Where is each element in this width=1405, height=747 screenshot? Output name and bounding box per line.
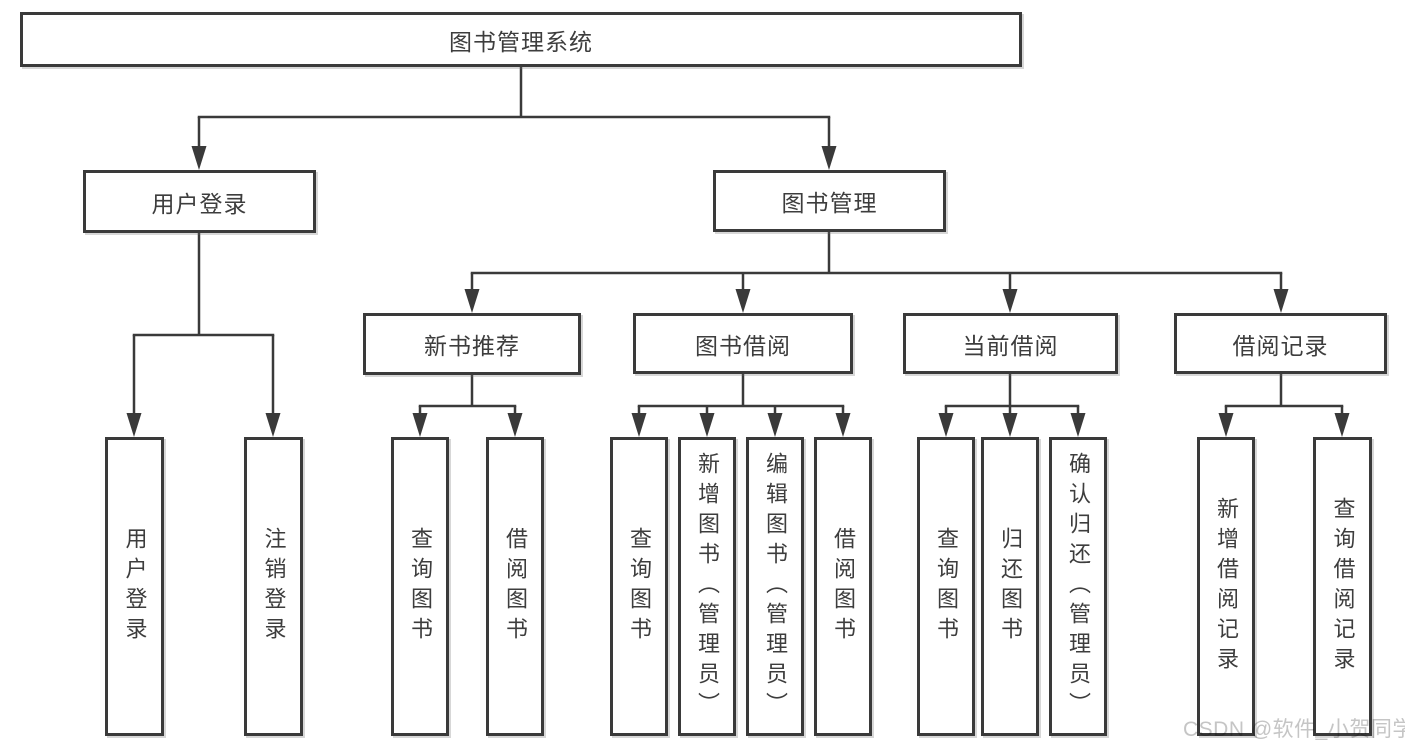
node-label-leaf-cb-confirm: 确认归还（管理员） <box>1066 451 1091 722</box>
arrowhead-icon <box>1070 413 1086 437</box>
node-root: 图书管理系统 <box>20 12 1022 67</box>
node-label-leaf-nbr-query: 查询图书 <box>408 526 433 647</box>
node-book-management: 图书管理 <box>713 170 946 232</box>
edge-book-borrow-children <box>631 374 851 437</box>
arrowhead-icon <box>191 146 207 170</box>
edge-new-book-children <box>412 375 523 437</box>
node-leaf-cb-return: 归还图书 <box>981 437 1039 736</box>
node-new-book-recommend: 新书推荐 <box>363 313 581 375</box>
watermark-text: CSDN @软件_小贺同学 <box>1183 718 1405 741</box>
node-leaf-bb-borrow: 借阅图书 <box>814 437 872 736</box>
edge-user-login-children <box>126 233 281 437</box>
node-label-leaf-bb-borrow: 借阅图书 <box>831 526 856 647</box>
node-label-leaf-bb-add: 新增图书（管理员） <box>695 451 720 722</box>
node-label-book-borrow: 图书借阅 <box>695 332 791 359</box>
node-leaf-cb-query: 查询图书 <box>917 437 975 736</box>
node-label-leaf-bb-query: 查询图书 <box>627 526 652 647</box>
node-borrow-record: 借阅记录 <box>1174 313 1387 374</box>
arrowhead-icon <box>835 413 851 437</box>
node-label-current-borrow: 当前借阅 <box>962 332 1059 359</box>
node-label-leaf-nbr-borrow: 借阅图书 <box>503 526 528 647</box>
node-label-leaf-cb-return: 归还图书 <box>998 526 1023 647</box>
arrowhead-icon <box>735 289 751 313</box>
node-label-leaf-br-query: 查询借阅记录 <box>1330 496 1356 677</box>
arrowhead-icon <box>1002 413 1018 437</box>
node-label-root: 图书管理系统 <box>449 28 593 55</box>
arrowhead-icon <box>631 413 647 437</box>
edge-book-mgmt-children <box>464 232 1289 313</box>
arrowhead-icon <box>126 413 142 437</box>
node-leaf-br-query: 查询借阅记录 <box>1313 437 1372 736</box>
node-leaf-nbr-query: 查询图书 <box>391 437 449 736</box>
arrowhead-icon <box>938 413 954 437</box>
node-user-login: 用户登录 <box>83 170 316 233</box>
arrowhead-icon <box>1273 289 1289 313</box>
arrowhead-icon <box>1334 413 1350 437</box>
node-label-leaf-cb-query: 查询图书 <box>934 526 959 647</box>
node-label-leaf-user-login: 用户登录 <box>122 526 148 647</box>
edge-root-split <box>191 67 837 170</box>
node-current-borrow: 当前借阅 <box>903 313 1118 374</box>
node-leaf-bb-query: 查询图书 <box>610 437 668 736</box>
node-label-leaf-bb-edit: 编辑图书（管理员） <box>763 451 788 722</box>
node-label-user-login: 用户登录 <box>151 190 248 217</box>
edge-borrow-record-children <box>1218 374 1350 437</box>
node-label-leaf-br-add: 新增借阅记录 <box>1214 496 1239 677</box>
arrowhead-icon <box>464 289 480 313</box>
node-book-borrow: 图书借阅 <box>633 313 853 374</box>
arrowhead-icon <box>507 413 523 437</box>
node-leaf-user-login: 用户登录 <box>105 437 164 736</box>
node-leaf-bb-add: 新增图书（管理员） <box>678 437 736 736</box>
node-leaf-bb-edit: 编辑图书（管理员） <box>746 437 804 736</box>
arrowhead-icon <box>412 413 428 437</box>
arrowhead-icon <box>265 413 281 437</box>
arrowhead-icon <box>1002 289 1018 313</box>
node-label-leaf-logout: 注销登录 <box>261 526 287 647</box>
node-leaf-logout: 注销登录 <box>244 437 303 736</box>
arrowhead-icon <box>1218 413 1234 437</box>
node-label-borrow-record: 借阅记录 <box>1232 332 1329 359</box>
arrowhead-icon <box>767 413 783 437</box>
arrowhead-icon <box>699 413 715 437</box>
node-label-new-book-recommend: 新书推荐 <box>424 333 520 359</box>
node-label-book-management: 图书管理 <box>781 190 878 216</box>
arrowhead-icon <box>821 146 837 170</box>
node-leaf-br-add: 新增借阅记录 <box>1197 437 1255 736</box>
node-leaf-nbr-borrow: 借阅图书 <box>486 437 544 736</box>
edge-current-borrow-children <box>938 374 1086 437</box>
node-leaf-cb-confirm: 确认归还（管理员） <box>1049 437 1107 736</box>
